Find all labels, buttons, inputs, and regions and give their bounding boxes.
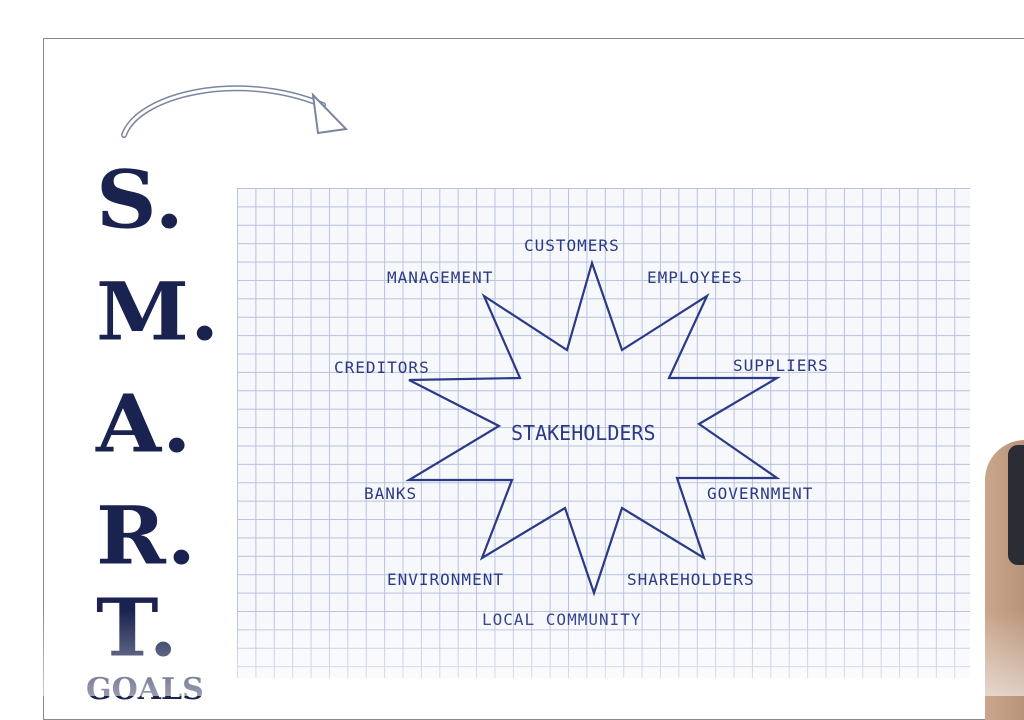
goals-label: GOALS: [86, 672, 204, 707]
smart-letter-a: A.: [96, 376, 193, 471]
grid-paper-board: CUSTOMERS MANAGEMENT EMPLOYEES CREDITORS…: [237, 188, 970, 678]
stakeholder-star-shape: [405, 259, 782, 597]
stakeholder-management: MANAGEMENT: [387, 268, 494, 287]
smart-letter-r: R.: [96, 488, 198, 583]
stakeholder-environment: ENVIRONMENT: [387, 570, 504, 589]
smart-letter-t: T.: [96, 580, 179, 675]
stakeholder-customers: CUSTOMERS: [524, 236, 620, 255]
stakeholder-local-community: LOCAL COMMUNITY: [482, 610, 642, 629]
stakeholder-creditors: CREDITORS: [334, 358, 430, 377]
smart-letter-m: M.: [96, 264, 221, 359]
stakeholder-employees: EMPLOYEES: [647, 268, 743, 287]
stakeholder-suppliers: SUPPLIERS: [733, 356, 829, 375]
stakeholder-shareholders: SHAREHOLDERS: [627, 570, 755, 589]
curved-arrow-icon: [121, 85, 349, 138]
presenter-shirt: [1008, 445, 1024, 565]
smart-letter-s: S.: [96, 152, 185, 247]
stakeholder-center-label: STAKEHOLDERS: [511, 421, 656, 445]
stakeholder-banks: BANKS: [364, 484, 418, 503]
stakeholder-government: GOVERNMENT: [707, 484, 814, 503]
